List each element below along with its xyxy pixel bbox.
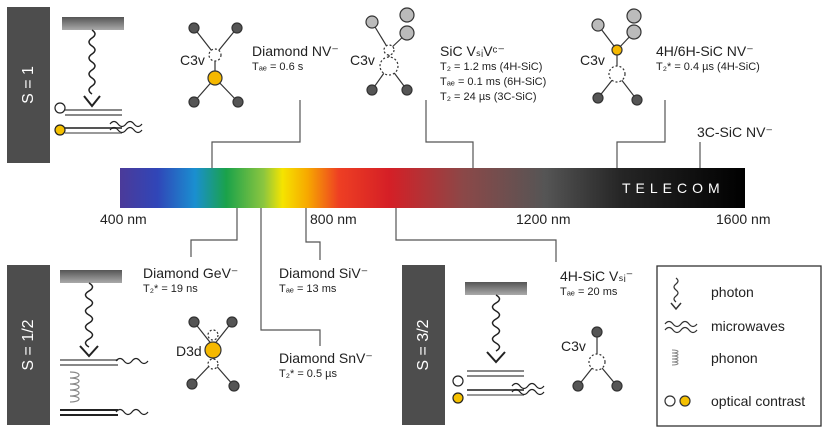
time-diamond-gev: T₂* = 19 ns: [143, 283, 198, 295]
photon-wave-s1: [88, 29, 96, 95]
connector-4h6h-nv: [616, 100, 666, 168]
phonon-icon: [671, 349, 679, 366]
legend-microwaves: microwaves: [711, 318, 785, 334]
excitation-plate-s1-2: [60, 270, 122, 283]
label-diamond-siv: Diamond SiV⁻ Tₐₑ = 13 ms: [279, 265, 368, 297]
label-diamond-snv: Diamond SnV⁻ T₂* = 0.5 µs: [279, 350, 373, 382]
photon-wave-s1-2: [84, 282, 94, 348]
bulb-off-icon: [452, 375, 464, 387]
name-4h-sic-vsi: 4H-SiC Vₛᵢ⁻: [560, 268, 634, 284]
excitation-plate-s3-2: [465, 282, 527, 295]
tick-800: 800 nm: [310, 211, 357, 227]
bulb-on-icon: [452, 392, 464, 404]
microwave-s1: [109, 120, 143, 134]
bulb-on-icon: [679, 395, 691, 407]
name-diamond-siv: Diamond SiV⁻: [279, 265, 369, 281]
energy-scheme-s1: [54, 17, 143, 136]
name-diamond-gev: Diamond GeV⁻: [143, 265, 239, 281]
microwave-s1-2-top: [115, 357, 149, 365]
symmetry-c3v-vsivc: C3v: [350, 52, 375, 68]
microwave-s3-2: [511, 382, 545, 396]
legend-optical-contrast: optical contrast: [711, 393, 806, 409]
connector-diamond-gev: [190, 208, 238, 257]
name-sic-vsivc: SiC VₛᵢVᶜ⁻: [440, 43, 505, 59]
time-diamond-siv: Tₐₑ = 13 ms: [279, 283, 337, 295]
time-sic-vsivc-3: T₂ = 24 µs (3C-SiC): [440, 91, 537, 103]
photon-arrow-s3-2: [486, 351, 506, 364]
connector-diamond-siv: [305, 208, 321, 260]
photon-arrow-s1: [83, 95, 101, 108]
time-4h6h-nv: T₂* = 0.4 µs (4H-SiC): [656, 61, 760, 73]
label-4h6h-nv: 4H/6H-SiC NV⁻ T₂* = 0.4 µs (4H-SiC): [656, 43, 760, 75]
time-4h-sic-vsi: Tₐₑ = 20 ms: [560, 286, 618, 298]
bulb-on-icon: [54, 124, 66, 136]
symmetry-c3v-nv: C3v: [180, 52, 205, 68]
energy-scheme-s1-2: [60, 270, 149, 416]
name-4h6h-nv: 4H/6H-SiC NV⁻: [656, 43, 754, 59]
microwave-s1-2-bottom: [115, 408, 149, 416]
spectrum-bar: [120, 168, 745, 208]
connector-sic-vsivc: [425, 100, 474, 168]
structure-4h6h-nv: [591, 8, 643, 106]
time-sic-vsivc-1: T₂ = 1.2 ms (4H-SiC): [440, 61, 543, 73]
symmetry-d3d: D3d: [176, 343, 202, 359]
excitation-plate-s1: [62, 17, 124, 30]
legend-phonon: phonon: [711, 350, 758, 366]
name-diamond-snv: Diamond SnV⁻: [279, 350, 373, 366]
legend-photon: photon: [711, 284, 754, 300]
tick-1600: 1600 nm: [716, 211, 771, 227]
connector-sic-vsi: [395, 208, 557, 262]
spin-bar-s1: S = 1: [7, 7, 50, 163]
tick-1200: 1200 nm: [516, 211, 571, 227]
label-3c-nv: 3C-SiC NV⁻: [697, 124, 773, 140]
connector-diamond-nv: [211, 100, 301, 168]
photon-arrow-s1-2: [79, 345, 99, 358]
photon-icon: [673, 277, 679, 303]
structure-diamond-nv: [188, 22, 244, 108]
connector-diamond-snv: [260, 208, 321, 346]
time-diamond-snv: T₂* = 0.5 µs: [279, 368, 337, 380]
symmetry-c3v-vsi: C3v: [561, 338, 586, 354]
spin-bar-s1-2: S = 1/2: [7, 265, 50, 425]
spin-bar-s3-2: S = 3/2: [402, 265, 445, 425]
structure-sic-vsivc: [365, 7, 415, 96]
structure-diamond-group-iv: [186, 316, 240, 392]
tick-400: 400 nm: [100, 211, 147, 227]
structure-4h-sic-vsi: [572, 326, 623, 392]
label-diamond-nv: Diamond NV⁻ Tₐₑ = 0.6 s: [252, 43, 339, 75]
time-diamond-nv: Tₐₑ = 0.6 s: [252, 61, 304, 73]
bulb-off-icon: [664, 395, 676, 407]
telecom-label: TELECOM: [622, 180, 725, 196]
label-4h-sic-vsi: 4H-SiC Vₛᵢ⁻ Tₐₑ = 20 ms: [560, 268, 633, 300]
energy-scheme-s3-2: [452, 282, 545, 404]
phonon-coil: [69, 371, 80, 403]
bulb-off-icon: [54, 102, 66, 114]
microwaves-icon: [664, 320, 698, 334]
time-sic-vsivc-2: Tₐₑ = 0.1 ms (6H-SiC): [440, 76, 547, 88]
name-diamond-nv: Diamond NV⁻: [252, 43, 339, 59]
photon-wave-s3-2: [491, 294, 501, 352]
label-sic-vsivc: SiC VₛᵢVᶜ⁻ T₂ = 1.2 ms (4H-SiC) Tₐₑ = 0.…: [440, 43, 546, 105]
label-diamond-gev: Diamond GeV⁻ T₂* = 19 ns: [143, 265, 238, 297]
symmetry-c3v-4h6h: C3v: [580, 52, 605, 68]
